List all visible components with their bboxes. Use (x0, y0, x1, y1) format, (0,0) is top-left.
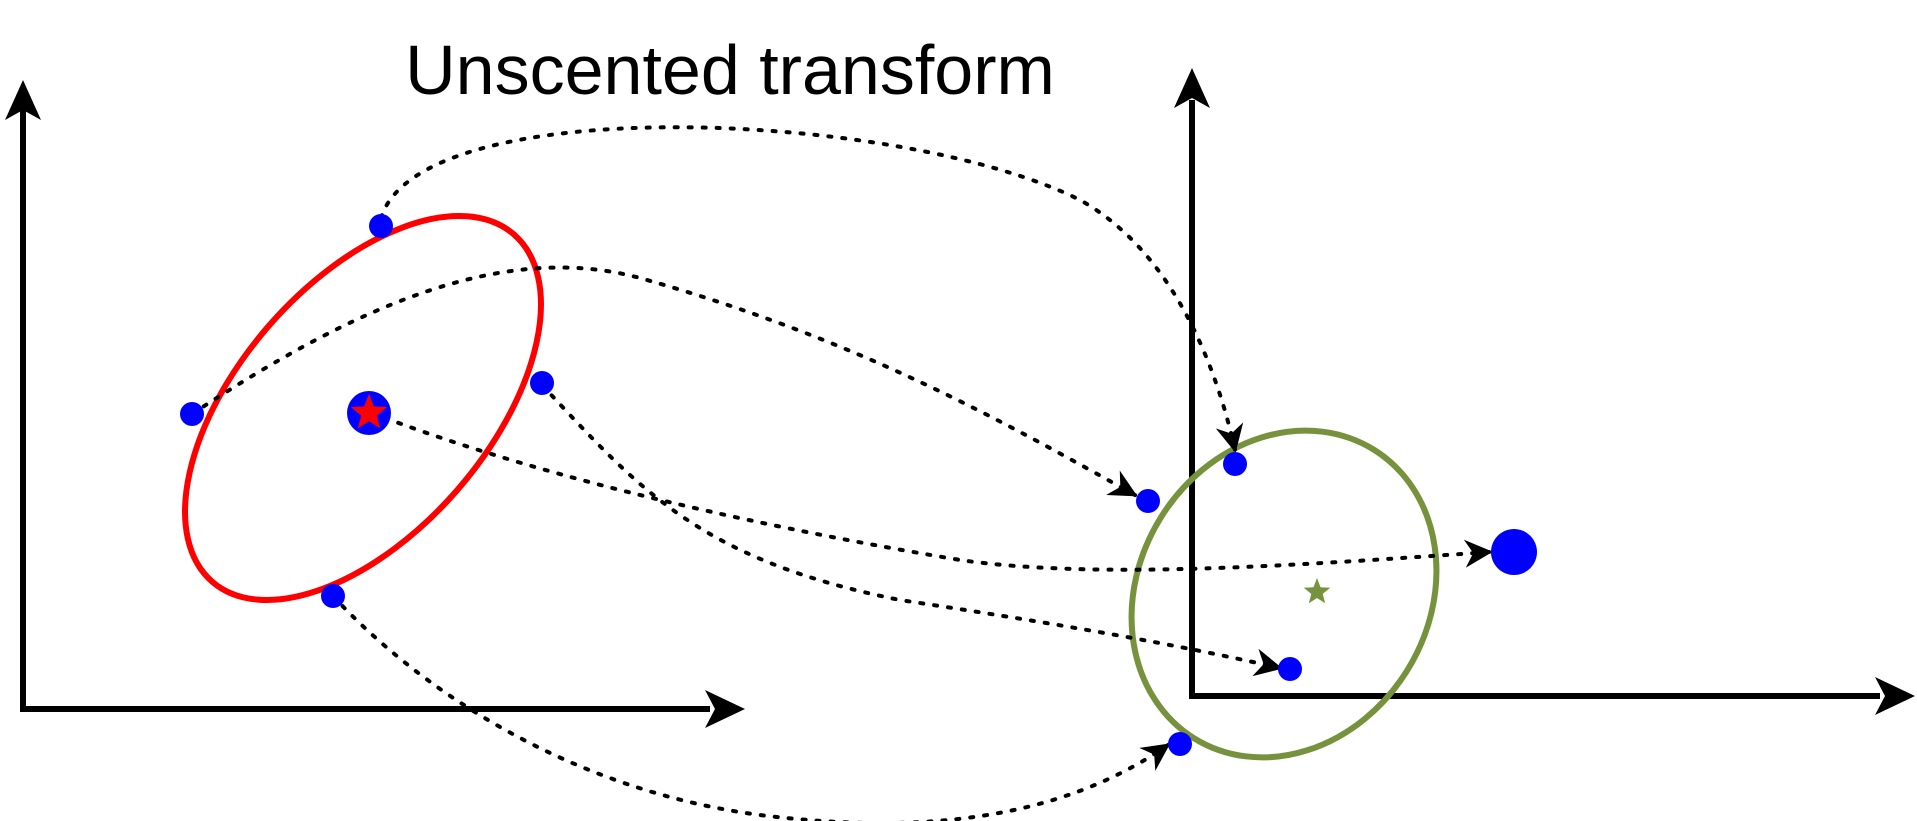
arrow-center-point (370, 411, 1493, 572)
input-y-axis-arrow-icon (5, 80, 41, 120)
input-mean-star-icon (350, 394, 388, 429)
output-mean-star-icon (1303, 578, 1331, 604)
arrow-left-point (190, 265, 1138, 497)
input-covariance-ellipse (182, 213, 544, 603)
output-sigma-point-1 (1223, 452, 1247, 476)
output-covariance-ellipse (1128, 427, 1440, 761)
input-sigma-point-left (180, 402, 204, 426)
input-sigma-point-top (369, 214, 393, 238)
output-sigma-point-4 (1278, 657, 1302, 681)
output-sigma-points (1136, 452, 1537, 756)
output-x-axis-arrow-icon (1875, 677, 1915, 715)
output-sigma-point-3 (1491, 529, 1537, 575)
arrow-right-point (540, 383, 1283, 677)
input-sigma-point-right (530, 371, 554, 395)
output-y-axis-arrow-icon (1174, 68, 1210, 108)
input-sigma-point-bottom (321, 584, 345, 608)
arrow-top-point (379, 125, 1244, 453)
transform-arrows (190, 125, 1493, 821)
input-x-axis-arrow-icon (705, 690, 745, 728)
output-sigma-point-5 (1168, 732, 1192, 756)
arrow-bottom-point (331, 594, 1171, 821)
input-axes (5, 80, 745, 728)
diagram-title: Unscented transform (405, 31, 1055, 109)
output-axes (1174, 68, 1915, 715)
output-sigma-point-2 (1136, 489, 1160, 513)
